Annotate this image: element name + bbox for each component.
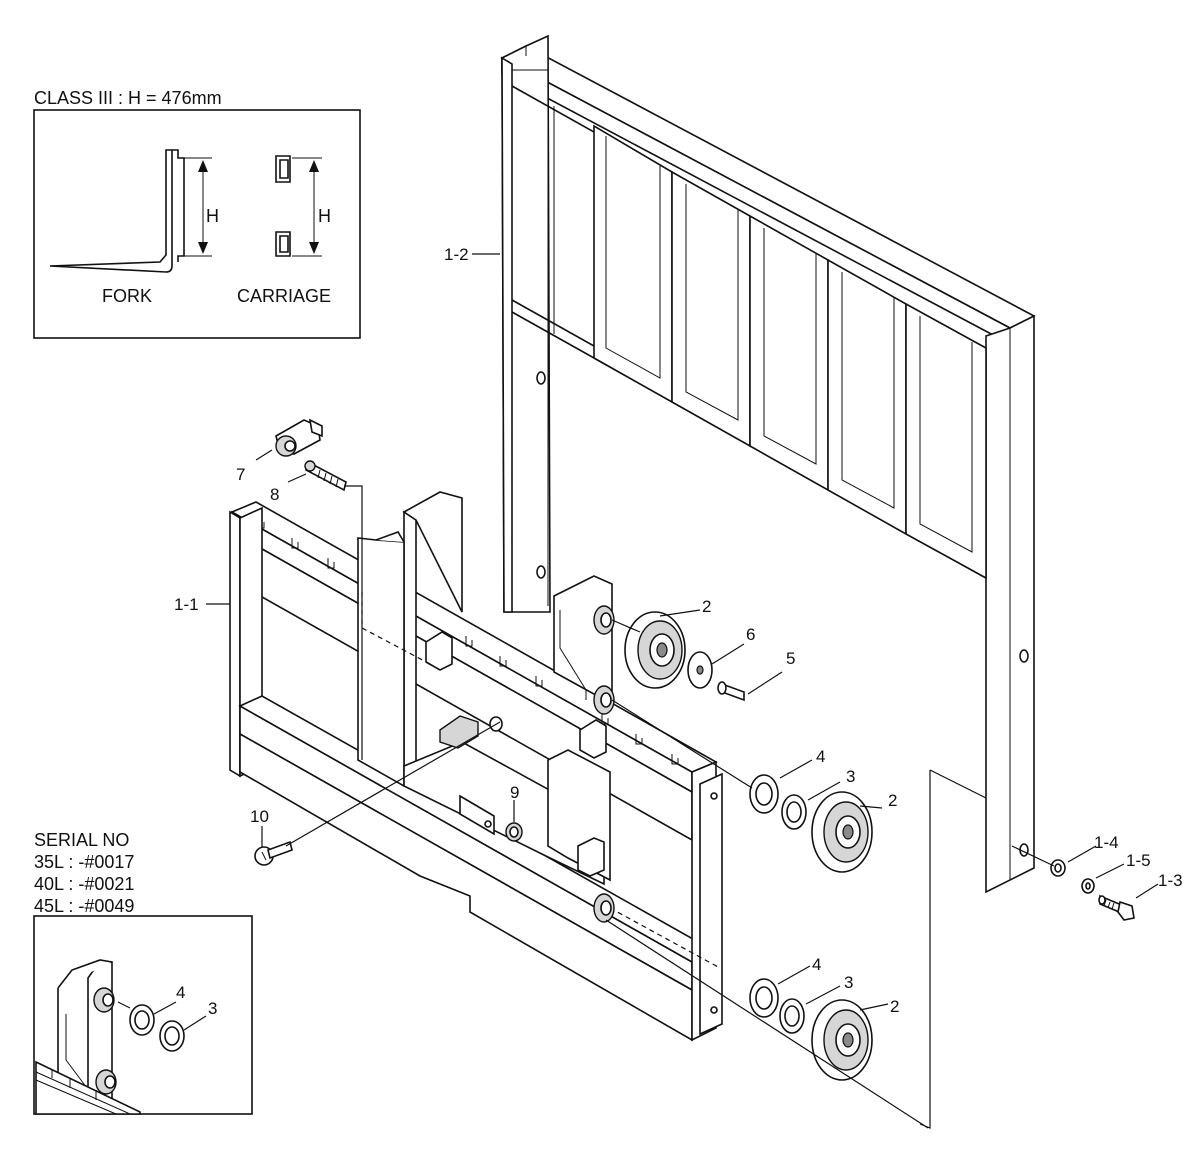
serial-line-40l: 40L : -#0021	[34, 874, 134, 894]
bolt-8	[304, 460, 347, 492]
callout-9: 9	[510, 783, 519, 802]
callout-2-lower: 2	[890, 997, 899, 1016]
callout-1-2: 1-2	[444, 245, 469, 264]
callout-4-middle: 4	[816, 747, 825, 766]
serial-heading: SERIAL NO	[34, 830, 129, 850]
callout-3-middle: 3	[846, 767, 855, 786]
callout-4-lower: 4	[812, 955, 821, 974]
fork-carriage	[229, 491, 723, 1042]
callout-leaders	[206, 253, 1159, 1011]
callout-5: 5	[786, 649, 795, 668]
serial-callout-3: 3	[208, 999, 217, 1018]
hardware-1-3-to-1-5	[1050, 859, 1135, 921]
callout-3-lower: 3	[844, 973, 853, 992]
stopper-bolt-7	[275, 418, 323, 457]
class-inset-heading: CLASS III : H = 476mm	[34, 88, 222, 108]
callout-1-5: 1-5	[1126, 851, 1151, 870]
callout-labels: 1-2 1-1 7 8 2 6 5 4 3 2 4 3 2 1-4 1-5 1-…	[174, 245, 1183, 1016]
callout-10: 10	[250, 807, 269, 826]
assembly-lines	[285, 485, 1055, 1129]
carriage-label: CARRIAGE	[237, 286, 331, 306]
callout-6: 6	[746, 625, 755, 644]
bolt-9	[505, 822, 523, 842]
carriage-profile: H CARRIAGE	[237, 155, 331, 306]
serial-inset: SERIAL NO 35L : -#0017 40L : -#0021 45L …	[33, 830, 253, 1115]
serial-inset-frame	[33, 915, 253, 1115]
serial-callout-4: 4	[176, 983, 185, 1002]
bolt-10	[254, 840, 293, 866]
callout-1-3: 1-3	[1158, 871, 1183, 890]
fork-label: FORK	[102, 286, 152, 306]
carriage-dimension-label: H	[318, 206, 331, 226]
class-inset-frame	[33, 109, 361, 339]
load-backrest	[500, 34, 1036, 894]
callout-1-4: 1-4	[1094, 833, 1119, 852]
serial-line-35l: 35L : -#0017	[34, 852, 134, 872]
callout-7: 7	[236, 465, 245, 484]
lower-roller-group	[593, 893, 873, 1081]
class-inset: CLASS III : H = 476mm H FORK H CAR	[33, 88, 361, 339]
fork-profile: H FORK	[49, 149, 219, 306]
callout-2-upper: 2	[702, 597, 711, 616]
fork-dimension-label: H	[206, 206, 219, 226]
serial-line-45l: 45L : -#0049	[34, 896, 134, 916]
callout-2-middle: 2	[888, 791, 897, 810]
upper-roller-group	[593, 605, 745, 715]
callout-1-1: 1-1	[174, 595, 199, 614]
callout-8: 8	[270, 485, 279, 504]
middle-roller-group	[749, 774, 873, 873]
